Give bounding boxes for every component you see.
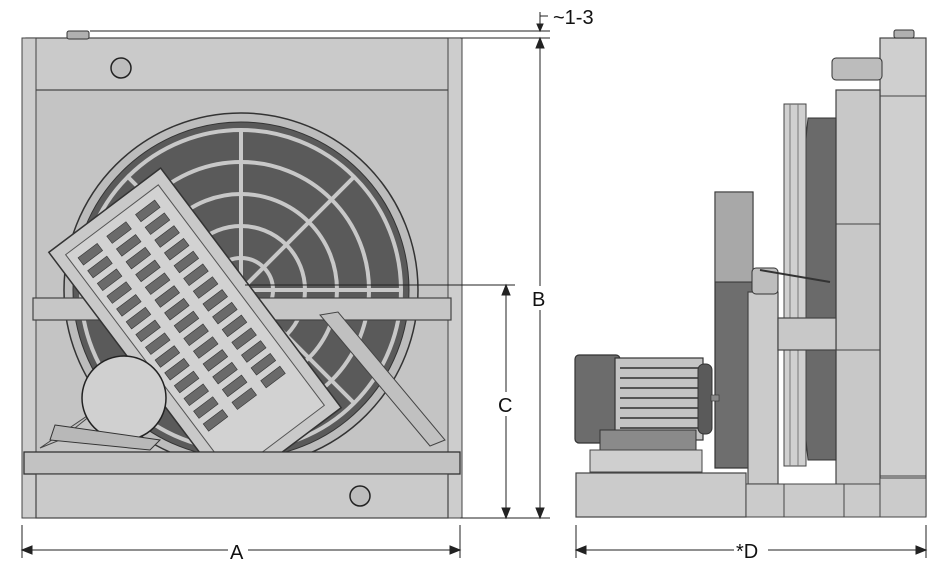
side-skid-base (575, 472, 747, 518)
side-pipe (831, 57, 883, 81)
fill-cap-icon (66, 30, 90, 40)
dim-label-b: B (532, 289, 545, 311)
bottom-port-icon (349, 485, 371, 507)
dim-label-a: A (230, 542, 244, 564)
bearing-icon (751, 267, 779, 295)
side-view (574, 29, 927, 518)
motor-side-icon (574, 354, 720, 453)
dim-label-d: *D (736, 541, 758, 563)
diagonal-brace-right (319, 311, 446, 447)
pulley-discs (783, 103, 807, 467)
motor-base (589, 449, 703, 473)
tilted-grille (47, 167, 343, 493)
side-support-post (747, 291, 779, 485)
front-bottom-tank (35, 473, 449, 519)
motor-end-icon (81, 355, 167, 441)
dim-label-top-offset: ~1-3 (553, 7, 594, 29)
side-radiator-outer (879, 37, 927, 517)
front-view (21, 30, 463, 519)
front-top-tank (25, 37, 461, 91)
top-port-icon (110, 57, 132, 79)
side-radiator-inner (835, 89, 881, 487)
dim-label-c: C (498, 395, 512, 417)
front-base-plate (23, 451, 461, 475)
